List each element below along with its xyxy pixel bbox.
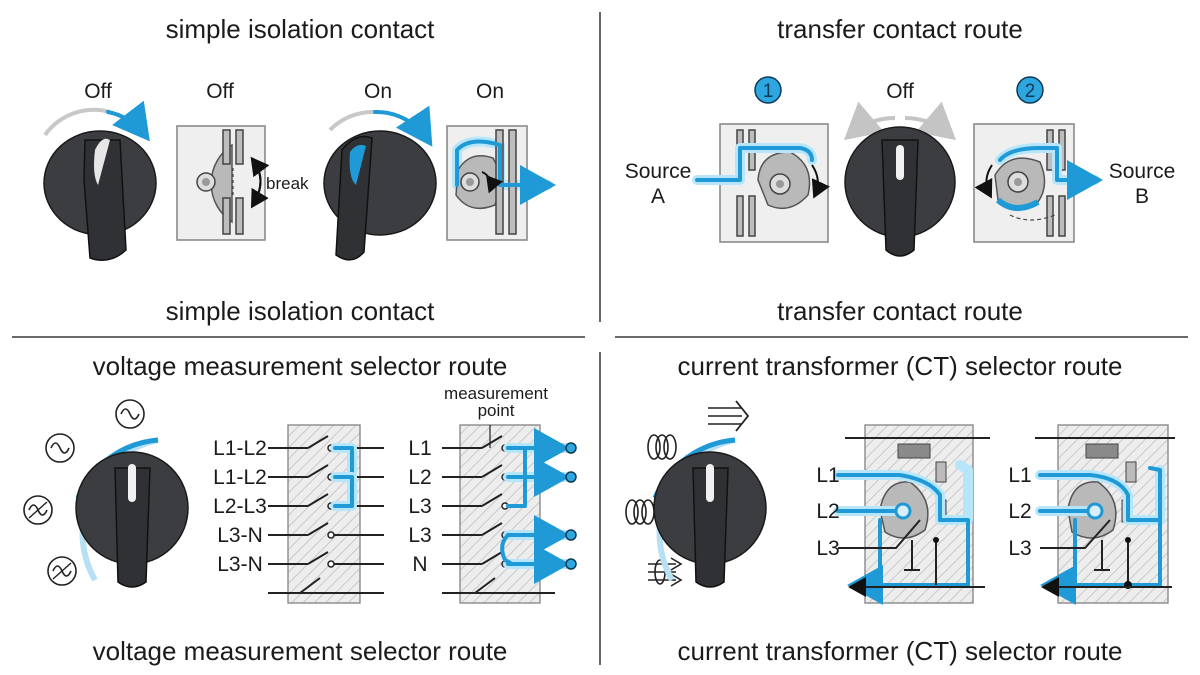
rotation-arrow-icon [974, 164, 993, 199]
break-label: break [266, 174, 309, 193]
knob-indicator-icon [349, 144, 366, 185]
ct-left-row-label: L3 [816, 537, 839, 560]
knob-indicator-icon [706, 464, 714, 502]
contact-panel-on [446, 125, 556, 241]
source-a-label-line1: Source [625, 160, 692, 183]
rotation-arrow-icon [811, 164, 830, 199]
contact-bar [222, 129, 231, 165]
measurement-point-dot [565, 558, 577, 570]
measurement-point-label-line1: measurement [444, 384, 548, 403]
contact-panel-position-1 [692, 123, 830, 243]
rotate-right-arrow-icon [904, 101, 957, 141]
knob-on-label: On [364, 80, 392, 103]
quadrant-isolation: simple isolation contact simple isolatio… [43, 14, 556, 326]
transfer-title-top: transfer contact route [777, 14, 1023, 44]
rotary-knob-off[interactable] [43, 130, 157, 261]
ct-right-row-label: L3 [1008, 537, 1031, 560]
knob-off-label: Off [84, 80, 112, 103]
transfer-off-label: Off [886, 80, 914, 103]
measurement-point-label-line2: point [478, 401, 515, 420]
voltage-right-row-label: L1 [408, 437, 431, 460]
knob-indicator-icon [128, 464, 136, 502]
rotary-knob-voltage[interactable] [75, 451, 189, 588]
rotation-arrow-icon [106, 100, 150, 142]
contact-panel-position-2 [973, 123, 1103, 243]
contact-panel-off [176, 125, 266, 241]
switch-contact [307, 493, 329, 507]
rotary-knob-ct[interactable] [653, 451, 767, 588]
ct-switch-diagram-right [1035, 424, 1175, 605]
source-b-label-line2: B [1135, 185, 1149, 208]
switch-contact [307, 464, 329, 478]
current-path-arrow-icon [455, 139, 556, 205]
ct-right-row-label: L2 [1008, 500, 1031, 523]
sine-wave-icon [45, 433, 75, 463]
measurement-point-dot [565, 471, 577, 483]
contact-bar [235, 197, 244, 235]
knob-indicator-icon [896, 145, 904, 180]
rotation-track-icon [43, 107, 111, 137]
measurement-point-dot [565, 529, 577, 541]
voltage-left-row-label: L1-L2 [213, 466, 267, 489]
position-2-badge: 2 [1016, 76, 1044, 104]
coil-icon [625, 499, 655, 525]
svg-text:2: 2 [1025, 81, 1036, 102]
panel-off-label: Off [206, 80, 234, 103]
switch-contact [307, 522, 329, 536]
knob-indicator-icon [94, 138, 110, 185]
sine-wave-icon [23, 495, 53, 525]
voltage-right-row-label: L3 [408, 524, 431, 547]
sine-wave-icon [47, 556, 77, 586]
sine-wave-icon [115, 399, 145, 429]
isolation-title-bottom: simple isolation contact [166, 296, 436, 326]
voltage-right-row-label: L2 [408, 466, 431, 489]
rotary-knob-on[interactable] [323, 130, 437, 261]
ct-title-bottom: current transformer (CT) selector route [677, 636, 1122, 666]
voltage-title-top: voltage measurement selector route [93, 351, 508, 381]
ct-title-top: current transformer (CT) selector route [677, 351, 1122, 381]
rotate-left-arrow-icon [843, 101, 896, 141]
panel-on-label: On [476, 80, 504, 103]
contact-bar [235, 129, 244, 165]
terminal-dot [327, 560, 335, 568]
terminal-dot [327, 531, 335, 539]
transfer-title-bottom: transfer contact route [777, 296, 1023, 326]
quadrant-dividers [12, 12, 1188, 665]
source-b-path [998, 146, 1103, 200]
measurement-point-dot [565, 442, 577, 454]
source-a-path [695, 146, 814, 182]
rotation-track-icon [328, 109, 376, 132]
voltage-right-row-label: L3 [408, 495, 431, 518]
coil-icon [647, 434, 677, 460]
svg-text:1: 1 [763, 81, 774, 102]
quadrant-ct: current transformer (CT) selector route … [625, 351, 1175, 666]
active-bridge-path [333, 475, 354, 508]
current-arrows-icon [708, 400, 750, 432]
ct-left-row-label: L2 [816, 500, 839, 523]
quadrant-transfer: transfer contact route transfer contact … [625, 14, 1176, 326]
ct-right-row-label: L1 [1008, 464, 1031, 487]
ct-left-row-label: L1 [816, 464, 839, 487]
ct-switch-diagram-left [833, 424, 990, 605]
voltage-left-row-label: L1-L2 [213, 437, 267, 460]
switch-contact [307, 551, 329, 565]
rotary-knob-transfer[interactable] [844, 126, 956, 257]
voltage-left-row-label: L2-L3 [213, 495, 267, 518]
voltage-left-row-label: L3-N [217, 524, 263, 547]
voltage-right-row-label: N [412, 553, 427, 576]
isolation-title-top: simple isolation contact [166, 14, 436, 44]
voltage-title-bottom: voltage measurement selector route [93, 636, 508, 666]
source-a-label-line2: A [651, 185, 665, 208]
switch-contact [307, 435, 329, 449]
rotation-arrow-icon [373, 105, 433, 147]
position-1-badge: 1 [754, 76, 782, 104]
quadrant-voltage: voltage measurement selector route volta… [23, 351, 577, 666]
contact-bar [222, 197, 231, 235]
source-b-label-line1: Source [1109, 160, 1176, 183]
voltage-left-row-label: L3-N [217, 553, 263, 576]
